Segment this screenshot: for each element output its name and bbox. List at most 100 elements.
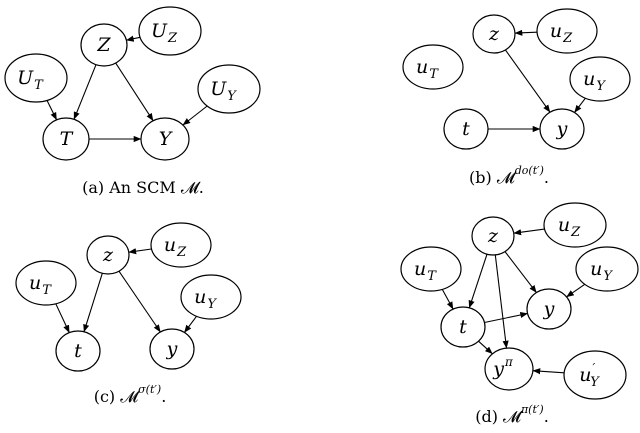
node-label: uT	[29, 272, 52, 298]
edge-ut-to-t	[441, 289, 454, 310]
caption-panel-a: (a) An SCM 𝓜.	[82, 178, 204, 197]
node-label: Y	[159, 128, 174, 150]
edge-uz-to-z	[514, 29, 538, 36]
node-label: t	[74, 340, 82, 362]
node-label: uY	[583, 68, 606, 94]
node-ut: uT	[400, 246, 462, 292]
node-circle	[440, 306, 486, 348]
panel-b-do-intervention: z uZ uT uY t y (b) 𝓜do(t′).	[402, 8, 631, 187]
node-label: z	[488, 23, 500, 45]
node-z: z	[471, 216, 515, 256]
node-ypi: yπ	[484, 347, 534, 391]
edge-z-to-y	[118, 270, 161, 333]
edge-uy-to-y	[574, 97, 586, 113]
node-label: UZ	[151, 20, 178, 46]
node-circle	[42, 117, 90, 161]
node-circle	[86, 235, 130, 275]
edge-uy2-to-ypi	[532, 368, 565, 375]
node-uy: uY	[180, 274, 242, 320]
node-uz: uZ	[536, 8, 598, 54]
node-uz: UZ	[138, 6, 202, 56]
node-label: uT	[414, 258, 437, 284]
node-circle	[536, 8, 598, 54]
edge-t-to-y	[484, 311, 528, 324]
node-circle	[471, 216, 515, 256]
node-label: t	[459, 316, 467, 338]
edge-uz-to-z	[128, 248, 152, 255]
node-circle	[575, 246, 639, 292]
node-label: uY	[194, 286, 217, 312]
edge-ut-to-t	[55, 303, 70, 333]
node-label: y	[543, 298, 555, 320]
node-label: y	[166, 338, 178, 360]
edge-z-to-t	[83, 273, 103, 333]
panel-d-pi-intervention: z uZ uT uY t y yπ u′Y (d) 𝓜π(t′).	[400, 202, 639, 426]
edge-z-to-y	[115, 62, 154, 122]
node-circle	[526, 288, 572, 330]
edge-z-to-y	[504, 49, 551, 113]
edge-z-to-t	[73, 64, 97, 120]
node-label: z	[102, 244, 114, 266]
node-z: Z	[80, 23, 128, 67]
caption-panel-b: (b) 𝓜do(t′).	[469, 164, 549, 187]
edge-z-to-ypi	[494, 254, 509, 349]
edge-uz-to-z	[513, 228, 545, 236]
node-label: z	[487, 225, 499, 247]
node-label: t	[462, 118, 470, 140]
node-label: UT	[17, 67, 44, 93]
node-uz: uZ	[543, 202, 607, 248]
node-circle	[55, 330, 101, 372]
caption-panel-d: (d) 𝓜π(t′).	[475, 403, 549, 426]
node-label: uZ	[558, 214, 581, 240]
node-circle	[140, 117, 190, 161]
node-circle	[539, 108, 585, 150]
node-y: y	[149, 328, 195, 370]
node-circle	[400, 246, 462, 292]
node-label: uT	[416, 56, 439, 82]
node-uy: uY	[575, 246, 639, 292]
edge-ut-to-t	[46, 100, 58, 121]
node-label: uZ	[164, 234, 187, 260]
node-circle	[402, 44, 464, 90]
node-y: y	[539, 108, 585, 150]
node-circle	[569, 56, 631, 102]
edge-z-to-t	[468, 254, 488, 309]
node-circle	[150, 222, 212, 268]
node-label: UY	[210, 78, 237, 104]
node-circle	[149, 328, 195, 370]
panel-a-scm: Z UZ UT UY T Y (a) An SCM 𝓜.	[4, 6, 261, 197]
node-circle	[197, 64, 261, 114]
node-ut: uT	[402, 44, 464, 90]
node-uy2: u′Y	[563, 350, 627, 400]
node-circle	[80, 23, 128, 67]
node-label: T	[60, 128, 74, 150]
node-circle	[472, 14, 516, 54]
node-uy: uY	[569, 56, 631, 102]
node-t: t	[443, 108, 489, 150]
node-z: z	[472, 14, 516, 54]
caption-panel-c: (c) 𝓜σ(t′).	[94, 383, 167, 406]
node-label: y	[556, 118, 568, 140]
edge-uy-to-y	[182, 105, 208, 126]
node-circle	[484, 347, 534, 391]
edge-uz-to-z	[126, 35, 141, 42]
node-label: yπ	[492, 355, 514, 380]
node-label: u′Y	[579, 361, 600, 390]
edge-t-to-ypi	[478, 340, 493, 355]
node-label: uZ	[550, 20, 573, 46]
node-ut: UT	[4, 53, 68, 103]
node-circle	[180, 274, 242, 320]
node-circle	[443, 108, 489, 150]
edge-z-to-y	[504, 251, 537, 293]
node-label: uY	[590, 258, 613, 284]
node-uy: UY	[197, 64, 261, 114]
node-t: t	[55, 330, 101, 372]
node-circle	[4, 53, 68, 103]
node-y: y	[526, 288, 572, 330]
node-circle	[15, 260, 77, 306]
node-uz: uZ	[150, 222, 212, 268]
node-circle	[138, 6, 202, 56]
edge-uy-to-y	[566, 283, 586, 298]
node-t: t	[440, 306, 486, 348]
